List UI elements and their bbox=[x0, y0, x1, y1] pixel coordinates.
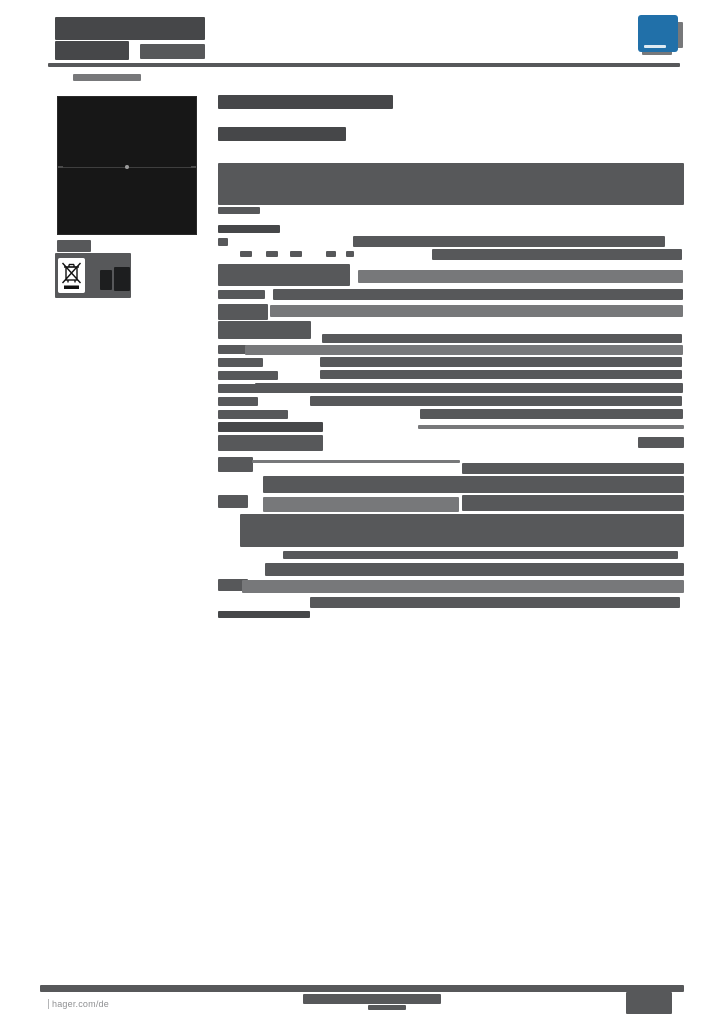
footer-url-box: hager.com/de bbox=[48, 992, 172, 1016]
redacted-text-bar bbox=[114, 267, 130, 291]
seam-notch-left bbox=[58, 166, 63, 168]
redacted-text-bar bbox=[40, 985, 684, 992]
redacted-text-bar bbox=[432, 249, 682, 260]
redacted-text-bar bbox=[218, 321, 311, 339]
redacted-text-bar bbox=[420, 409, 683, 419]
seam-notch-right bbox=[191, 166, 196, 168]
redacted-text-bar bbox=[218, 95, 393, 109]
weee-icon bbox=[58, 258, 85, 293]
redacted-text-bar bbox=[218, 225, 280, 233]
redacted-text-bar bbox=[57, 240, 91, 252]
redacted-text-bar bbox=[642, 51, 672, 55]
redacted-text-bar bbox=[290, 251, 302, 257]
product-image bbox=[57, 96, 197, 235]
redacted-text-bar bbox=[252, 460, 460, 463]
redacted-text-bar bbox=[218, 435, 323, 451]
redacted-text-bar bbox=[218, 410, 288, 419]
redacted-text-bar bbox=[218, 207, 260, 214]
redacted-text-bar bbox=[218, 495, 248, 508]
redacted-text-bar bbox=[240, 251, 252, 257]
redacted-text-bar bbox=[48, 63, 680, 67]
redacted-text-bar bbox=[140, 44, 205, 59]
redacted-text-bar bbox=[368, 1005, 406, 1010]
redacted-text-bar bbox=[218, 163, 684, 205]
redacted-text-bar bbox=[266, 251, 278, 257]
redacted-text-bar bbox=[283, 551, 678, 559]
redacted-text-bar bbox=[462, 463, 684, 474]
redacted-text-bar bbox=[270, 305, 683, 317]
redacted-text-bar bbox=[218, 127, 346, 141]
redacted-text-bar bbox=[346, 251, 354, 257]
redacted-text-bar bbox=[418, 425, 684, 429]
redacted-text-bar bbox=[263, 476, 684, 493]
redacted-text-bar bbox=[263, 497, 459, 512]
redacted-text-bar bbox=[100, 270, 112, 290]
redacted-text-bar bbox=[462, 495, 684, 511]
redacted-text-bar bbox=[320, 370, 682, 379]
redacted-text-bar bbox=[320, 357, 682, 367]
redacted-text-bar bbox=[638, 437, 684, 448]
redacted-text-bar bbox=[218, 264, 350, 286]
redacted-text-bar bbox=[55, 17, 205, 40]
redacted-text-bar bbox=[218, 422, 323, 432]
redacted-text-bar bbox=[358, 270, 683, 283]
redacted-text-bar bbox=[218, 371, 278, 380]
weee-crossed-out-bin-glyph bbox=[61, 262, 82, 289]
redacted-text-bar bbox=[326, 251, 336, 257]
redacted-text-bar bbox=[55, 41, 129, 60]
redacted-text-bar bbox=[218, 384, 263, 393]
redacted-text-bar bbox=[245, 345, 683, 355]
hager-logo bbox=[638, 15, 678, 52]
redacted-text-bar bbox=[218, 304, 268, 320]
logo-wordmark bbox=[644, 45, 666, 48]
redacted-text-bar bbox=[265, 563, 684, 576]
redacted-text-bar bbox=[218, 579, 248, 591]
redacted-text-bar bbox=[218, 611, 310, 618]
redacted-text-bar bbox=[273, 289, 683, 300]
footer-url-link[interactable]: hager.com/de bbox=[48, 999, 109, 1009]
redacted-text-bar bbox=[218, 457, 253, 472]
redacted-text-bar bbox=[73, 74, 141, 81]
redacted-text-bar bbox=[255, 383, 683, 393]
redacted-text-bar bbox=[674, 22, 683, 48]
redacted-text-bar bbox=[310, 597, 680, 608]
redacted-text-bar bbox=[218, 345, 248, 354]
redacted-text-bar bbox=[240, 514, 684, 547]
redacted-text-bar bbox=[353, 236, 665, 247]
redacted-text-bar bbox=[322, 334, 682, 343]
redacted-text-bar bbox=[218, 238, 228, 246]
redacted-text-bar bbox=[303, 994, 441, 1004]
redacted-text-bar bbox=[218, 358, 263, 367]
redacted-text-bar bbox=[242, 580, 684, 593]
redacted-text-bar bbox=[218, 397, 258, 406]
redacted-text-bar bbox=[626, 992, 672, 1014]
status-led-dot bbox=[125, 165, 129, 169]
redacted-text-bar bbox=[218, 290, 265, 299]
redacted-text-bar bbox=[310, 396, 682, 406]
